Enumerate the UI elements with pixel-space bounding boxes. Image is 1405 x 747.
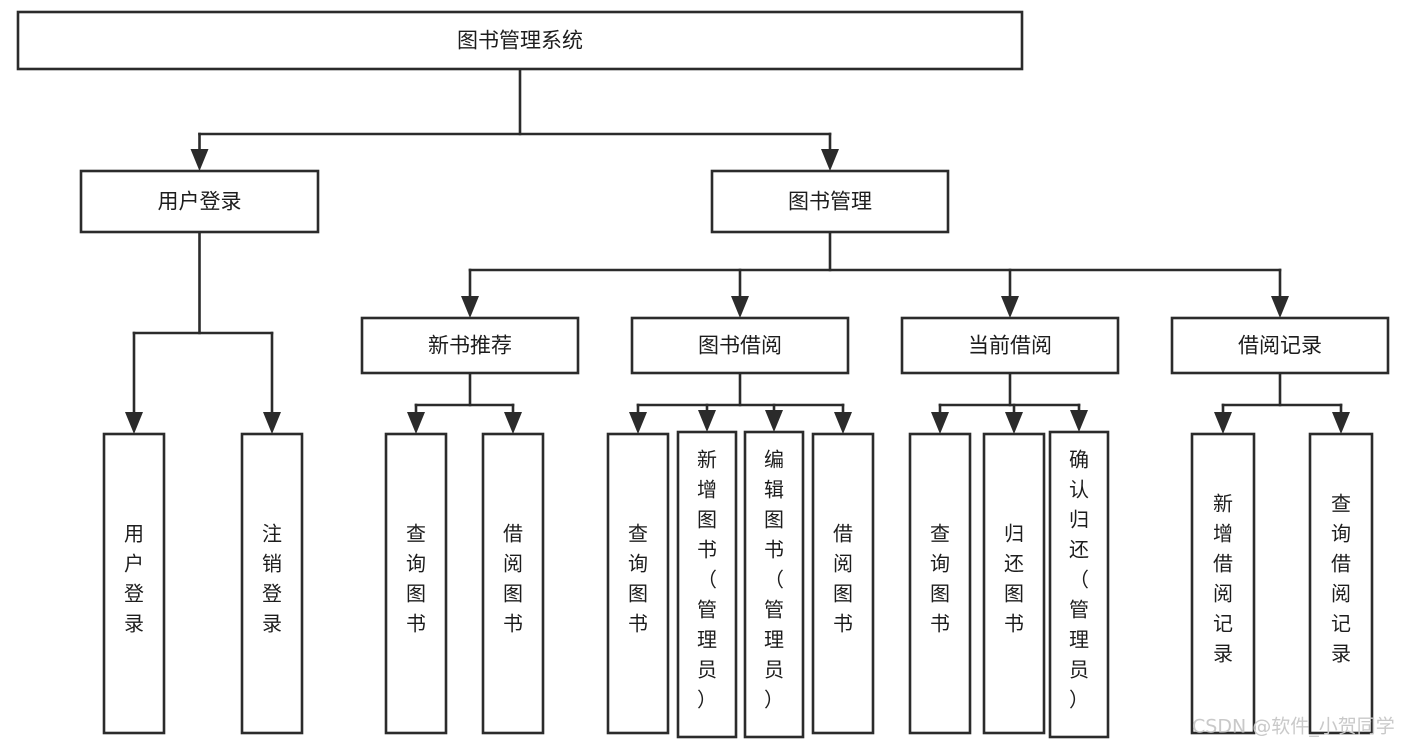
node-label-leaf-borrow-book-1: 借阅图书 <box>503 522 523 636</box>
node-leaf-query-record[interactable]: 查询借阅记录 <box>1308 432 1374 735</box>
arrow-head-leaf-return-book <box>1005 412 1023 434</box>
node-box-leaf-query-book-3 <box>908 432 972 735</box>
node-borrow-record[interactable]: 借阅记录 <box>1170 316 1390 375</box>
arrow-head-leaf-add-record <box>1214 412 1232 434</box>
node-box-book-borrow <box>630 316 850 375</box>
node-label-leaf-edit-book: 编辑图书（管理员） <box>764 448 784 712</box>
node-label-user-login: 用户登录 <box>158 190 242 214</box>
node-box-leaf-return-book <box>982 432 1046 735</box>
arrow-head-book-manage <box>821 149 839 171</box>
node-box-leaf-borrow-book-1 <box>481 432 545 735</box>
node-box-leaf-user-login <box>102 432 166 735</box>
node-box-new-book-rec <box>360 316 580 375</box>
arrow-head-leaf-query-record <box>1332 412 1350 434</box>
connector-layer <box>125 67 1350 434</box>
arrow-head-current-borrow <box>1001 296 1019 318</box>
node-label-leaf-confirm-return: 确认归还（管理员） <box>1069 448 1089 712</box>
node-box-root <box>16 10 1024 71</box>
node-label-leaf-add-record: 新增借阅记录 <box>1213 492 1233 666</box>
node-label-leaf-query-book-3: 查询图书 <box>930 522 950 636</box>
node-label-root: 图书管理系统 <box>457 29 583 53</box>
node-book-borrow[interactable]: 图书借阅 <box>630 316 850 375</box>
node-box-leaf-edit-book <box>743 430 805 739</box>
node-leaf-borrow-book-1[interactable]: 借阅图书 <box>481 432 545 735</box>
arrow-head-leaf-user-login <box>125 412 143 434</box>
node-root[interactable]: 图书管理系统 <box>16 10 1024 71</box>
node-box-leaf-query-book-1 <box>384 432 448 735</box>
node-box-leaf-confirm-return <box>1048 430 1110 739</box>
node-leaf-user-login[interactable]: 用户登录 <box>102 432 166 735</box>
node-label-leaf-user-login: 用户登录 <box>124 522 144 636</box>
node-leaf-return-book[interactable]: 归还图书 <box>982 432 1046 735</box>
node-label-leaf-query-record: 查询借阅记录 <box>1331 492 1351 666</box>
node-current-borrow[interactable]: 当前借阅 <box>900 316 1120 375</box>
node-box-leaf-user-logout <box>240 432 304 735</box>
node-box-leaf-query-book-2 <box>606 432 670 735</box>
node-new-book-rec[interactable]: 新书推荐 <box>360 316 580 375</box>
arrow-head-leaf-query-book-1 <box>407 412 425 434</box>
csdn-watermark: CSDN @软件_小贺同学 <box>1192 716 1395 738</box>
node-box-leaf-add-record <box>1190 432 1256 735</box>
node-box-leaf-borrow-book-2 <box>811 432 875 735</box>
node-box-borrow-record <box>1170 316 1390 375</box>
node-label-book-manage: 图书管理 <box>788 190 872 214</box>
arrow-head-leaf-confirm-return <box>1070 410 1088 432</box>
node-label-leaf-borrow-book-2: 借阅图书 <box>833 522 853 636</box>
arrow-head-borrow-record <box>1271 296 1289 318</box>
node-label-leaf-query-book-2: 查询图书 <box>628 522 648 636</box>
node-label-new-book-rec: 新书推荐 <box>428 334 512 358</box>
arrow-head-new-book-rec <box>461 296 479 318</box>
node-label-leaf-query-book-1: 查询图书 <box>406 522 426 636</box>
node-label-leaf-user-logout: 注销登录 <box>262 522 282 636</box>
arrow-head-leaf-borrow-book-2 <box>834 412 852 434</box>
node-box-book-manage <box>710 169 950 234</box>
node-box-leaf-query-record <box>1308 432 1374 735</box>
arrow-head-leaf-query-book-3 <box>931 412 949 434</box>
node-leaf-add-book[interactable]: 新增图书（管理员） <box>676 430 738 739</box>
node-label-current-borrow: 当前借阅 <box>968 334 1052 358</box>
node-leaf-add-record[interactable]: 新增借阅记录 <box>1190 432 1256 735</box>
node-leaf-query-book-1[interactable]: 查询图书 <box>384 432 448 735</box>
node-label-borrow-record: 借阅记录 <box>1238 334 1322 358</box>
arrow-head-leaf-add-book <box>698 410 716 432</box>
node-box-user-login <box>79 169 320 234</box>
node-leaf-edit-book[interactable]: 编辑图书（管理员） <box>743 430 805 739</box>
node-label-leaf-add-book: 新增图书（管理员） <box>697 448 717 712</box>
node-layer: 图书管理系统用户登录图书管理新书推荐图书借阅当前借阅借阅记录用户登录注销登录查询… <box>16 10 1390 739</box>
node-label-leaf-return-book: 归还图书 <box>1004 522 1024 636</box>
arrow-head-leaf-edit-book <box>765 410 783 432</box>
arrow-head-leaf-query-book-2 <box>629 412 647 434</box>
node-box-leaf-add-book <box>676 430 738 739</box>
node-book-manage[interactable]: 图书管理 <box>710 169 950 234</box>
node-label-book-borrow: 图书借阅 <box>698 334 782 358</box>
node-leaf-query-book-2[interactable]: 查询图书 <box>606 432 670 735</box>
node-leaf-user-logout[interactable]: 注销登录 <box>240 432 304 735</box>
arrow-head-leaf-user-logout <box>263 412 281 434</box>
arrow-head-user-login <box>190 149 209 171</box>
node-leaf-confirm-return[interactable]: 确认归还（管理员） <box>1048 430 1110 739</box>
node-box-current-borrow <box>900 316 1120 375</box>
node-leaf-borrow-book-2[interactable]: 借阅图书 <box>811 432 875 735</box>
node-leaf-query-book-3[interactable]: 查询图书 <box>908 432 972 735</box>
arrow-head-book-borrow <box>731 296 749 318</box>
node-user-login[interactable]: 用户登录 <box>79 169 320 234</box>
arrow-head-leaf-borrow-book-1 <box>504 412 522 434</box>
